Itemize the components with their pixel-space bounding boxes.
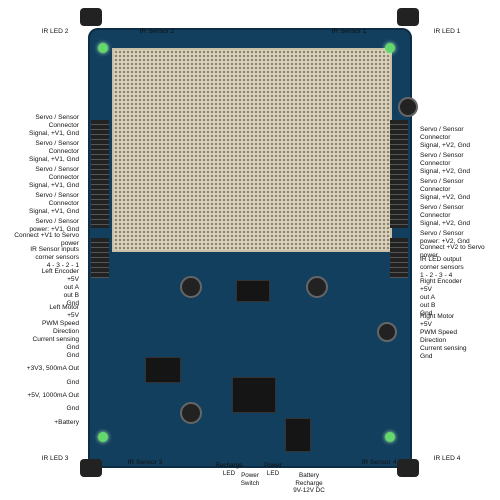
ir-led-3-label: IR LED 3 bbox=[41, 455, 69, 462]
battery-label: +Battery bbox=[54, 419, 79, 426]
relay-component bbox=[232, 377, 276, 413]
left-top-led bbox=[98, 43, 108, 53]
gnd-2-label: Gnd bbox=[66, 379, 79, 386]
regulator bbox=[145, 357, 181, 383]
center-ic bbox=[236, 280, 270, 302]
ir-sensor-3-label: IR Sensor 3 bbox=[127, 459, 163, 466]
right-servo-headers bbox=[390, 120, 408, 228]
power-led-label: Power LED bbox=[264, 462, 282, 477]
prototyping-area bbox=[112, 48, 392, 252]
right-motor-label: Right Motor +5V PWM Speed Direction Curr… bbox=[420, 313, 467, 360]
recharge-led-label: Recharge LED bbox=[215, 462, 243, 477]
ir-led-2-label: IR LED 2 bbox=[41, 28, 69, 35]
left-label-4: Servo / Sensor Connector Signal, +V1, Gn… bbox=[28, 192, 79, 215]
left-encoder-label: Left Encoder +5V out A out B Gnd bbox=[41, 268, 79, 307]
barrel-jack bbox=[285, 418, 311, 452]
left-label-3: Servo / Sensor Connector Signal, +V1, Gn… bbox=[28, 166, 79, 189]
left-servo-headers bbox=[91, 120, 109, 228]
right-label-2: Servo / Sensor Connector Signal, +V2, Gn… bbox=[420, 152, 471, 175]
ir-output-label: IR LED output corner sensors 1 - 2 - 3 -… bbox=[420, 256, 464, 279]
ir-led-1-label: IR LED 1 bbox=[433, 28, 461, 35]
left-label-5: Servo / Sensor power: +V1, Gnd bbox=[29, 218, 79, 233]
gnd-3-label: Gnd bbox=[66, 405, 79, 412]
cap-a bbox=[180, 276, 202, 298]
v5-label: +5V, 1000mA Out bbox=[27, 392, 79, 399]
gnd-1-label: Gnd bbox=[66, 352, 79, 359]
cap-c bbox=[180, 402, 202, 424]
ir-inputs-label: IR Sensor inputs corner sensors 4 - 3 - … bbox=[30, 246, 79, 269]
battery-recharge-label: Battery Recharge 9V-12V DC bbox=[293, 472, 325, 495]
ir-led-3-component bbox=[80, 459, 102, 477]
cap-d bbox=[377, 322, 397, 342]
right-bottom-led bbox=[385, 432, 395, 442]
right-label-5: Servo / Sensor power: +V2, Gnd bbox=[420, 230, 470, 245]
left-label-1: Servo / Sensor Connector Signal, +V1, Gn… bbox=[28, 114, 79, 137]
right-ir-header bbox=[390, 238, 408, 278]
ir-led-4-component bbox=[397, 459, 419, 477]
right-label-1: Servo / Sensor Connector Signal, +V2, Gn… bbox=[420, 126, 471, 149]
cap-e bbox=[398, 97, 418, 117]
right-label-4: Servo / Sensor Connector Signal, +V2, Gn… bbox=[420, 204, 471, 227]
right-label-3: Servo / Sensor Connector Signal, +V2, Gn… bbox=[420, 178, 471, 201]
left-label-2: Servo / Sensor Connector Signal, +V1, Gn… bbox=[28, 140, 79, 163]
left-bottom-led bbox=[98, 432, 108, 442]
ir-led-2-component bbox=[80, 8, 102, 26]
connect-v2-label: Connect +V2 to Servo power bbox=[420, 244, 485, 259]
connect-v1-label: Connect +V1 to Servo power bbox=[14, 232, 79, 247]
ir-led-1-component bbox=[397, 8, 419, 26]
right-encoder-label: Right Encoder +5V out A out B Gnd bbox=[420, 278, 462, 317]
v3v3-label: +3V3, 500mA Out bbox=[26, 365, 79, 372]
left-motor-label: Left Motor +5V PWM Speed Direction Curre… bbox=[32, 304, 79, 351]
right-top-led bbox=[385, 43, 395, 53]
left-ir-header bbox=[91, 238, 109, 278]
ir-sensor-4-label: IR Sensor 4 bbox=[361, 459, 397, 466]
power-switch-label: Power Switch bbox=[240, 472, 260, 487]
cap-b bbox=[306, 276, 328, 298]
ir-sensor-1-label: IR Sensor 1 bbox=[331, 28, 367, 35]
ir-sensor-2-label: IR Sensor 2 bbox=[139, 28, 175, 35]
ir-led-4-label: IR LED 4 bbox=[433, 455, 461, 462]
